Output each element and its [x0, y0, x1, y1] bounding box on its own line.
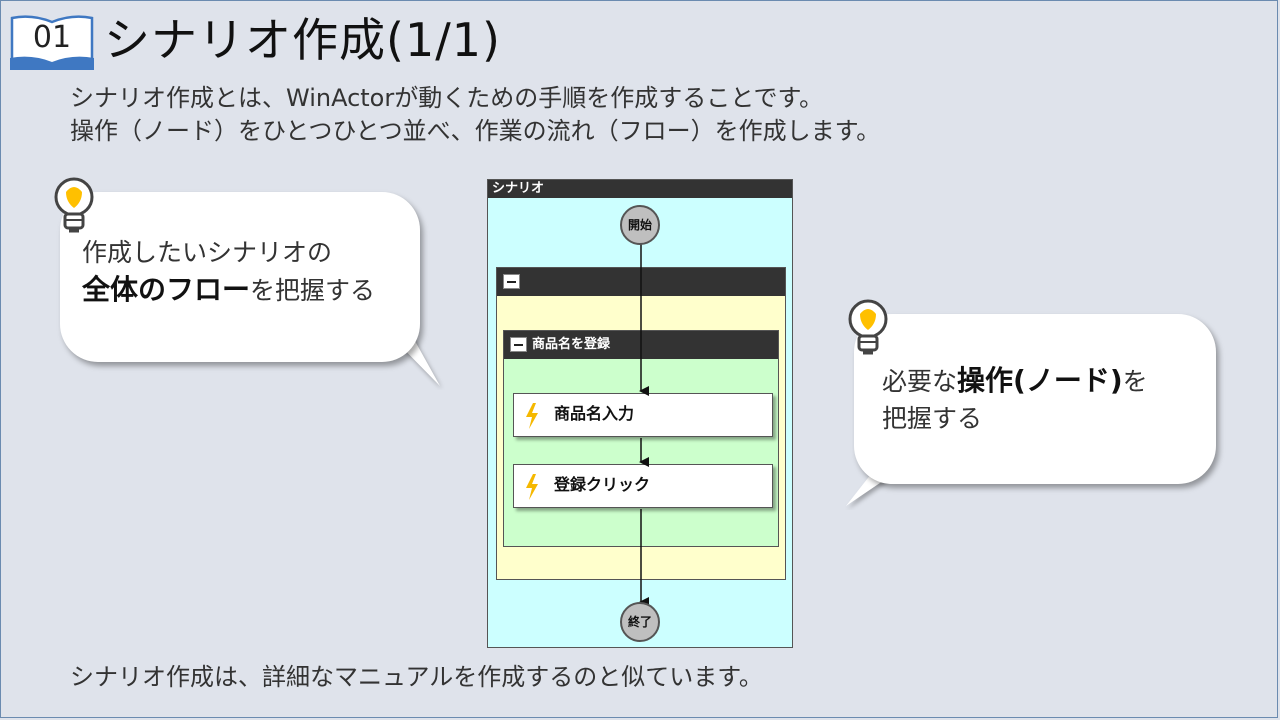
node-label: 登録クリック — [554, 475, 651, 494]
node-item[interactable]: 登録クリック — [513, 464, 773, 508]
end-node[interactable]: 終了 — [620, 602, 660, 642]
section-book-icon: 01 — [10, 14, 94, 70]
collapse-button[interactable] — [510, 337, 527, 352]
lightning-icon — [526, 403, 538, 429]
group-outer-bar — [497, 268, 785, 296]
group-inner: 商品名を登録 商品名入力 登録クリック — [503, 330, 779, 547]
bubble-left-bold: 全体のフロー — [82, 273, 251, 306]
bubble-right-text: 必要な操作(ノード)を 把握する — [882, 362, 1148, 437]
lightning-icon — [526, 474, 538, 500]
lightbulb-icon — [54, 177, 94, 233]
speech-bubble-right: 必要な操作(ノード)を 把握する — [854, 314, 1216, 484]
bubble-left-text: 作成したいシナリオの 全体のフローを把握する — [82, 234, 375, 309]
bubble-left-rest: を把握する — [250, 276, 376, 305]
node-item[interactable]: 商品名入力 — [513, 393, 773, 437]
bubble-right-prefix: 必要な — [882, 367, 958, 396]
scenario-panel: シナリオ 商品名を登録 商品名入力 登録クリック — [487, 179, 793, 648]
group-outer: 商品名を登録 商品名入力 登録クリック — [496, 267, 786, 580]
bubble-right-bold: 操作(ノード) — [957, 364, 1123, 397]
bubble-left-line1: 作成したいシナリオの — [82, 238, 333, 267]
section-number: 01 — [32, 20, 72, 55]
speech-bubble-left: 作成したいシナリオの 全体のフローを把握する — [60, 192, 420, 362]
lightbulb-icon — [848, 299, 888, 355]
page-title: シナリオ作成(1/1) — [104, 13, 501, 67]
group-label: 商品名を登録 — [532, 337, 611, 352]
bubble-right-line2: 把握する — [882, 404, 983, 433]
bubble-right-suffix: を — [1122, 367, 1148, 396]
footer-text: シナリオ作成は、詳細なマニュアルを作成するのと似ています。 — [70, 663, 763, 691]
node-label: 商品名入力 — [554, 404, 635, 423]
intro-text: シナリオ作成とは、WinActorが動くための手順を作成することです。 操作（ノ… — [70, 82, 880, 148]
group-inner-bar: 商品名を登録 — [504, 331, 778, 359]
scenario-header: シナリオ — [488, 180, 792, 198]
collapse-button[interactable] — [503, 274, 520, 289]
start-node[interactable]: 開始 — [620, 205, 660, 245]
intro-line-1: シナリオ作成とは、WinActorが動くための手順を作成することです。 — [70, 84, 824, 112]
intro-line-2: 操作（ノード）をひとつひとつ並べ、作業の流れ（フロー）を作成します。 — [70, 117, 881, 145]
